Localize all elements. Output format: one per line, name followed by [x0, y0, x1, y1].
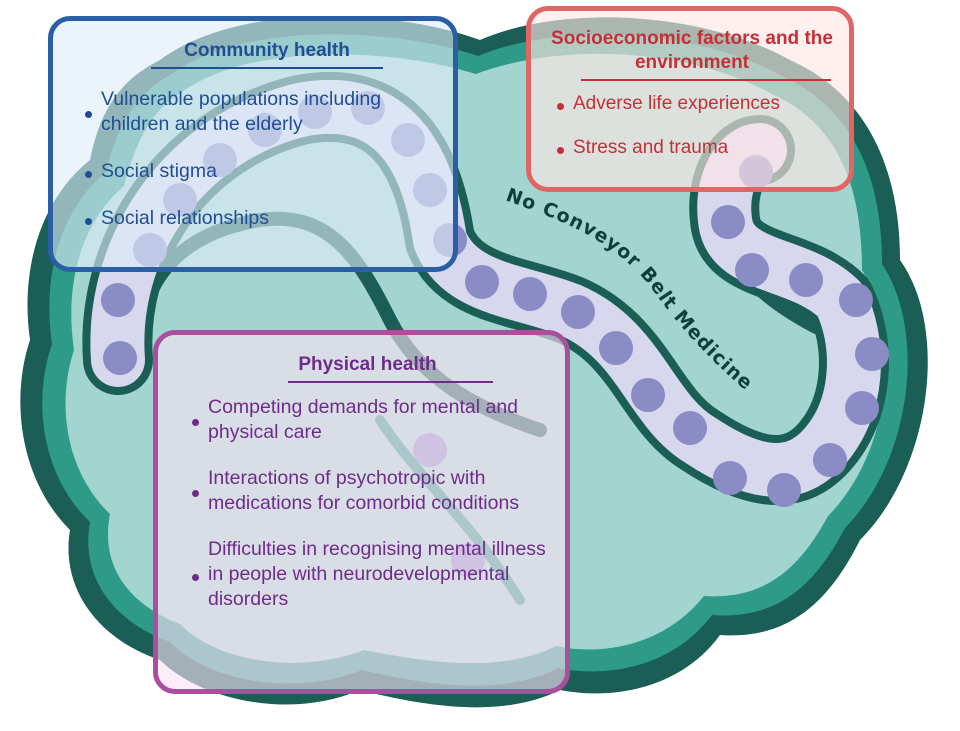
- physical-health-divider: [288, 381, 493, 383]
- list-item: Social relationships: [85, 206, 433, 231]
- community-health-divider: [151, 67, 383, 69]
- socioeconomic-list: Adverse life experiences Stress and trau…: [557, 91, 839, 160]
- physical-health-box: Physical health Competing demands for me…: [153, 330, 570, 694]
- belt-dot: [101, 283, 135, 317]
- list-item: Competing demands for mental and physica…: [192, 395, 547, 445]
- list-item: Social stigma: [85, 159, 433, 184]
- belt-dot: [813, 443, 847, 477]
- community-health-title: Community health: [184, 40, 350, 61]
- belt-dot: [767, 473, 801, 507]
- belt-dot: [839, 283, 873, 317]
- list-item: Difficulties in recognising mental illne…: [192, 538, 546, 610]
- socioeconomic-divider: [581, 79, 831, 81]
- list-item: Vulnerable populations including childre…: [85, 87, 433, 137]
- belt-dot: [711, 205, 745, 239]
- belt-dot: [103, 341, 137, 375]
- belt-dot: [713, 461, 747, 495]
- belt-dot: [513, 277, 547, 311]
- belt-dot: [673, 411, 707, 445]
- socioeconomic-title: Socioeconomic factors and the environmen…: [551, 28, 833, 73]
- belt-dot: [561, 295, 595, 329]
- list-item: Adverse life experiences: [557, 91, 839, 116]
- belt-dot: [789, 263, 823, 297]
- belt-dot: [465, 265, 499, 299]
- list-item: Interactions of psychotropic with medica…: [192, 466, 547, 516]
- belt-dot: [599, 331, 633, 365]
- belt-dot: [845, 391, 879, 425]
- community-health-list: Vulnerable populations including childre…: [85, 87, 433, 231]
- list-item: Stress and trauma: [557, 135, 839, 160]
- belt-dot: [735, 253, 769, 287]
- belt-dot: [855, 337, 889, 371]
- physical-health-list: Competing demands for mental and physica…: [192, 395, 547, 612]
- belt-dot: [631, 378, 665, 412]
- community-health-box: Community health Vulnerable populations …: [48, 16, 458, 272]
- physical-health-title: Physical health: [298, 354, 437, 375]
- socioeconomic-box: Socioeconomic factors and the environmen…: [526, 6, 854, 192]
